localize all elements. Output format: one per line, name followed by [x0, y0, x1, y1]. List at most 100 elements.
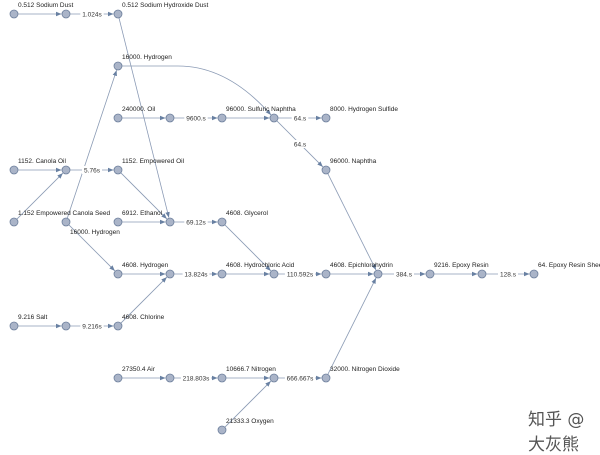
node-label: 21333.3 Oxygen [226, 418, 274, 425]
edge-label-bg [498, 270, 518, 278]
edge-time-label: 666.667s [287, 375, 314, 382]
item-node[interactable] [9, 217, 19, 227]
item-node[interactable] [113, 321, 123, 331]
node-label: 4608. Epichlorohydrin [330, 262, 393, 269]
recipe-node[interactable] [165, 269, 175, 279]
node-label: 0.512 Sodium Dust [18, 2, 73, 9]
edge-label-bg [82, 166, 102, 174]
item-node[interactable] [113, 217, 123, 227]
node-label: 96000. Sulfuric Naphtha [226, 106, 296, 113]
edge-label-bg [80, 10, 104, 18]
item-node[interactable] [9, 9, 19, 19]
edge-label-bg [291, 114, 309, 122]
item-node[interactable] [113, 113, 123, 123]
edge-arrow [224, 380, 272, 428]
node-label: 4608. Chlorine [122, 314, 165, 321]
node-label: 240000. Oil [122, 106, 156, 113]
edge-time-label: 9.216s [82, 323, 102, 330]
edge-arrow [224, 224, 272, 272]
node-label: 1152. Canola Oil [18, 158, 66, 165]
item-node[interactable] [9, 165, 19, 175]
edge-time-label: 384.s [396, 271, 413, 278]
item-node[interactable] [321, 373, 331, 383]
node-label: 16000. Hydrogen [70, 229, 120, 236]
node-label: 32000. Nitrogen Dioxide [330, 366, 400, 373]
item-node[interactable] [217, 269, 227, 279]
node-label: 8000. Hydrogen Sulfide [330, 106, 398, 113]
item-node[interactable] [321, 165, 331, 175]
edge-time-label: 5.76s [84, 167, 101, 174]
node-label: 6912. Ethanol [122, 210, 163, 217]
item-node[interactable] [321, 113, 331, 123]
item-node[interactable] [321, 269, 331, 279]
recipe-node[interactable] [269, 373, 279, 383]
recipe-node[interactable] [373, 269, 383, 279]
recipe-node[interactable] [61, 165, 71, 175]
edge-label-bg [184, 218, 208, 226]
edge-label-bg [291, 140, 309, 148]
recipe-node[interactable] [477, 269, 487, 279]
item-node[interactable] [217, 425, 227, 435]
node-label: 96000. Naphtha [330, 158, 377, 165]
item-node[interactable] [217, 113, 227, 123]
edge-label-bg [394, 270, 414, 278]
watermark: 知乎 @大灰熊 [528, 410, 585, 455]
edge-arrow [16, 172, 64, 220]
node-label: 9216. Epoxy Resin [434, 262, 489, 269]
nodes-layer: 0.512 Sodium Dust 0.512 Sodium Hydroxide … [9, 2, 600, 435]
item-node[interactable] [113, 9, 123, 19]
item-node[interactable] [113, 165, 123, 175]
edge-label-bg [284, 374, 316, 382]
recipe-node[interactable] [61, 321, 71, 331]
edge-arrow [68, 224, 116, 272]
node-label: 16000. Hydrogen [122, 54, 172, 61]
item-node[interactable] [425, 269, 435, 279]
edge-labels-layer: 1.024s 9600.s 64.s 64.s 5.76s 69.12s 13.824s 11… [80, 10, 518, 382]
item-node[interactable] [113, 269, 123, 279]
item-node[interactable] [9, 321, 19, 331]
edge-arrow [327, 277, 377, 375]
recipe-node[interactable] [165, 217, 175, 227]
item-node[interactable] [217, 217, 227, 227]
recipe-node[interactable] [61, 9, 71, 19]
edge-arrow [66, 70, 117, 219]
edge-label-bg [284, 270, 316, 278]
edge-arrow [327, 173, 377, 271]
node-label: 4608. Glycerol [226, 210, 268, 217]
edge-arrow [122, 65, 272, 116]
edge-time-label: 9600.s [186, 115, 206, 122]
edge-label-bg [182, 270, 210, 278]
recipe-node[interactable] [269, 269, 279, 279]
edge-time-label: 13.824s [184, 271, 208, 278]
node-label: 9.216 Salt [18, 314, 47, 321]
edge-time-label: 110.592s [287, 271, 314, 278]
edge-arrow [120, 172, 168, 220]
edge-label-bg [80, 322, 104, 330]
item-node[interactable] [529, 269, 539, 279]
edge-time-label: 64.s [294, 141, 307, 148]
recipe-node[interactable] [165, 373, 175, 383]
node-label: 4608. Hydrochloric Acid [226, 262, 295, 269]
recipe-node[interactable] [269, 113, 279, 123]
node-label: 10666.7 Nitrogen [226, 366, 276, 373]
node-label: 1.152 Empowered Canola Seed [18, 210, 111, 217]
item-node[interactable] [113, 373, 123, 383]
node-label: 64. Epoxy Resin Sheet [538, 262, 600, 269]
edge-time-label: 128.s [500, 271, 517, 278]
crafting-graph: 1.024s 9600.s 64.s 64.s 5.76s 69.12s 13.824s 11… [9, 2, 600, 435]
edge-arrow [120, 276, 168, 324]
node-label: 1152. Empowered Oil [122, 158, 185, 165]
node-label: 27350.4 Air [122, 366, 156, 373]
node-label: 0.512 Sodium Hydroxide Dust [122, 2, 209, 9]
recipe-node[interactable] [165, 113, 175, 123]
edge-label-bg [180, 374, 212, 382]
edge-time-label: 64.s [294, 115, 307, 122]
edge-time-label: 1.024s [82, 11, 102, 18]
edge-label-bg [184, 114, 208, 122]
item-node[interactable] [217, 373, 227, 383]
edge-time-label: 218.803s [183, 375, 210, 382]
item-node[interactable] [61, 217, 71, 227]
item-node[interactable] [113, 61, 123, 71]
edge-time-label: 69.12s [186, 219, 206, 226]
node-label: 4608. Hydrogen [122, 262, 169, 269]
